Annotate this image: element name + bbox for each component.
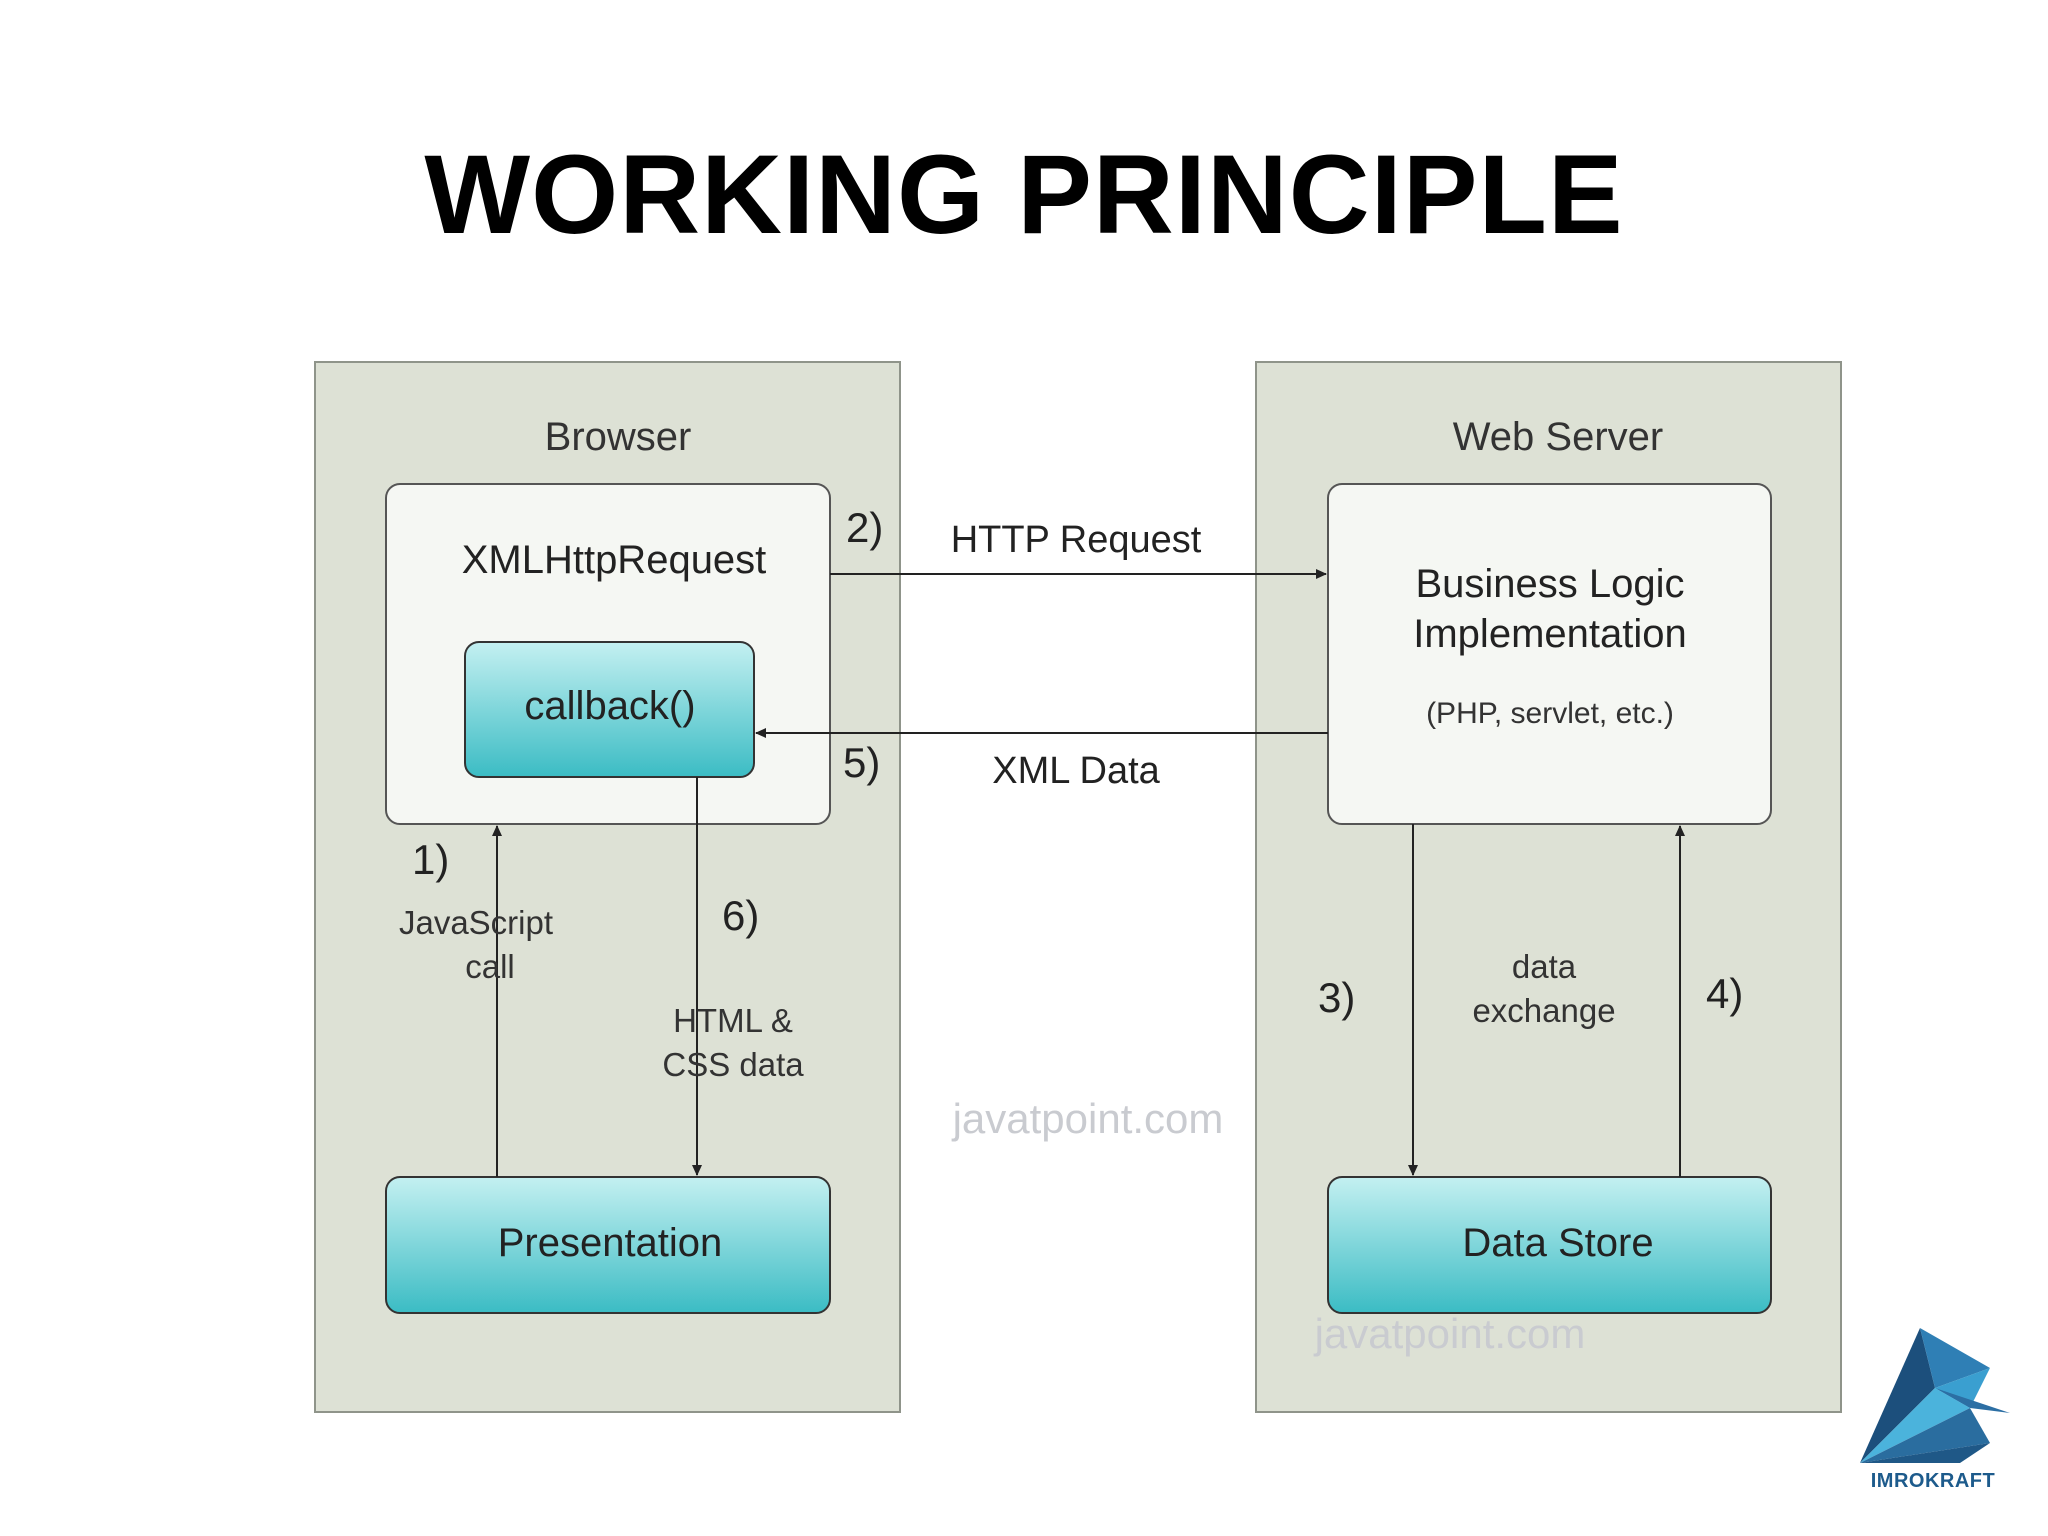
data-exchange-line2: exchange [1472, 992, 1615, 1029]
business-logic-line2: Implementation [1413, 612, 1686, 656]
xhr-label: XMLHttpRequest [462, 538, 767, 582]
step-6-label-line1: HTML & [673, 1002, 793, 1039]
data-store-box [1327, 1176, 1772, 1314]
step-1-number: 1) [412, 836, 449, 883]
step-3-number: 3) [1318, 974, 1355, 1021]
presentation-box [385, 1176, 831, 1314]
callback-box [464, 641, 755, 778]
step-6-label-line2: CSS data [662, 1046, 804, 1083]
watermark-center: javatpoint.com [951, 1095, 1224, 1142]
data-store-label: Data Store [1462, 1221, 1653, 1265]
business-logic-line1: Business Logic [1415, 562, 1684, 606]
step-1-label-line2: call [465, 948, 515, 985]
step-5-number: 5) [843, 739, 880, 786]
business-logic-box [1327, 483, 1772, 825]
step-6-number: 6) [722, 892, 759, 939]
slide-title: WORKING PRINCIPLE [424, 132, 1624, 257]
step-5-label: XML Data [992, 750, 1160, 792]
step-1-label-line1: JavaScript [399, 904, 553, 941]
browser-label: Browser [545, 415, 692, 459]
step-2-number: 2) [846, 504, 883, 551]
server-label: Web Server [1453, 415, 1663, 459]
callback-label: callback() [524, 684, 695, 728]
watermark-bottom: javatpoint.com [1313, 1310, 1586, 1357]
imrokraft-logo-icon [1860, 1328, 2010, 1463]
presentation-label: Presentation [498, 1221, 723, 1265]
business-logic-line3: (PHP, servlet, etc.) [1426, 697, 1674, 730]
step-2-label: HTTP Request [951, 519, 1202, 561]
imrokraft-logo-text: IMROKRAFT [1870, 1470, 1996, 1492]
step-4-number: 4) [1706, 970, 1743, 1017]
data-exchange-line1: data [1512, 948, 1577, 985]
